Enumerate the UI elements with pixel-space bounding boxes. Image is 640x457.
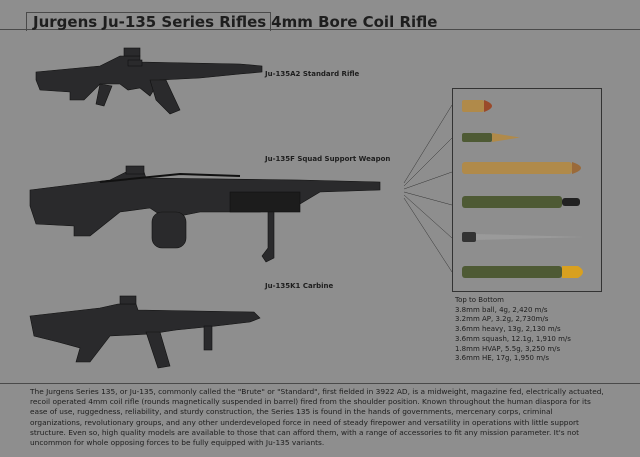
description: The Jurgens Series 135, or Ju-135, commo… (30, 387, 604, 448)
rifle-squad-support-image (29, 165, 381, 263)
rifle-label-squad-support: Ju-135F Squad Support Weapon (265, 155, 391, 163)
round-ap (462, 133, 520, 142)
rifle-label-carbine: Ju-135K1 Carbine (265, 282, 334, 290)
title-rule (0, 29, 640, 30)
ammo-specs: Top to Bottom 3.8mm ball, 4g, 2,420 m/s … (455, 296, 571, 364)
spec-item: 3.6mm heavy, 13g, 2,130 m/s (455, 325, 561, 334)
round-squash (462, 196, 580, 208)
spec-item: 3.8mm ball, 4g, 2,420 m/s (455, 305, 548, 314)
ammo-panel (452, 88, 602, 292)
subtitle: 4mm Bore Coil Rifle (271, 13, 438, 31)
round-he (462, 266, 583, 278)
round-heavy (462, 162, 581, 174)
rifle-carbine-image (29, 295, 261, 369)
round-hvap (462, 232, 585, 242)
spec-item: 3.6mm HE, 17g, 1,950 m/s (455, 354, 550, 363)
rifle-standard-image (35, 47, 263, 115)
specs-heading: Top to Bottom (455, 296, 504, 304)
series-title: Jurgens Ju-135 Series Rifles (26, 12, 272, 31)
spec-item: 3.2mm AP, 3.2g, 2,730m/s (455, 315, 549, 324)
spec-item: 3.6mm squash, 12.1g, 1,910 m/s (455, 334, 571, 343)
spec-item: 1.8mm HVAP, 5.5g, 3,250 m/s (455, 344, 561, 353)
rifle-label-standard: Ju-135A2 Standard Rifle (265, 70, 360, 78)
footer-rule (0, 383, 640, 384)
round-ball (462, 100, 492, 112)
